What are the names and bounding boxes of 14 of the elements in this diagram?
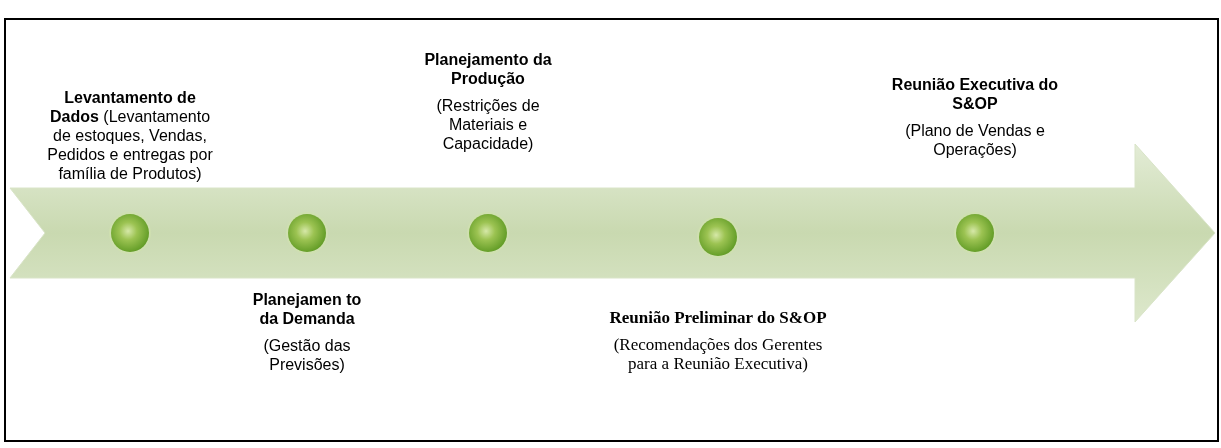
milestone-title: Planejamen to da Demanda [252, 290, 362, 328]
milestone-text: Levantamento de Dados (Levantamento de estoques, Vendas, Pedidos e entregas por família de Produtos) [46, 88, 214, 183]
milestone-circle [956, 214, 994, 252]
milestone-description: (Plano de Vendas e Operações) [904, 121, 1046, 159]
milestone-description: (Restrições de Materiais e Capacidade) [435, 96, 541, 153]
milestone-circle [288, 214, 326, 252]
milestone-title: Reunião Executiva do S&OP [890, 75, 1060, 113]
milestone-title: Reunião Preliminar do S&OP [608, 308, 828, 327]
milestone-circle [111, 214, 149, 252]
milestone-title: Planejamento da Produção [423, 50, 553, 88]
milestone-circle [699, 218, 737, 256]
milestone-circle [469, 214, 507, 252]
milestone-description: (Recomendações dos Gerentes para a Reunião Executiva) [612, 335, 824, 373]
milestone-description: (Gestão das Previsões) [262, 336, 352, 374]
